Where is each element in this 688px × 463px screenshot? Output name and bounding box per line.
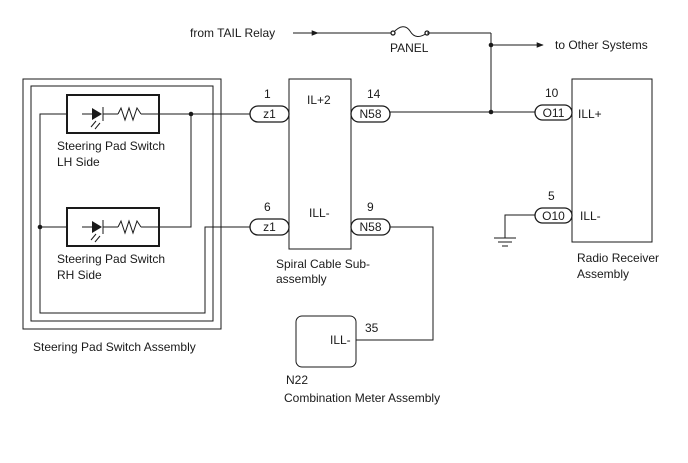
junction-supply-to-ill-plus xyxy=(488,109,494,115)
fuse-terminal-left xyxy=(390,30,396,36)
lh-switch-label-line1: Steering Pad Switch xyxy=(57,139,165,153)
spiral-cable-label-line1: Spiral Cable Sub- xyxy=(276,257,370,271)
radio-receiver-box xyxy=(571,78,653,243)
rh-led-icon xyxy=(82,220,104,243)
connector-n58-pin14 xyxy=(350,105,391,123)
connector-n58-pin14-code: N58 xyxy=(359,107,381,121)
rh-switch-label-line1: Steering Pad Switch xyxy=(57,252,165,266)
spiral-cable-label-line2: assembly xyxy=(276,272,327,286)
meter-pin-number: 35 xyxy=(365,321,379,335)
connector-n58-pin9-code: N58 xyxy=(359,220,381,234)
combination-meter-box xyxy=(295,315,357,368)
radio-receiver-label-line1: Radio Receiver xyxy=(577,251,659,265)
panel-fuse-symbol xyxy=(392,26,428,37)
spiral-cable-box xyxy=(288,78,352,250)
lh-resistor-icon xyxy=(117,106,142,122)
panel-fuse-label: PANEL xyxy=(390,41,429,55)
n58-pin14-number: 14 xyxy=(367,87,381,101)
z1-pin1-number: 1 xyxy=(264,87,271,101)
o10-pin-number: 5 xyxy=(548,189,555,203)
connector-o11-code: O11 xyxy=(543,106,565,120)
ground-icon xyxy=(494,237,516,247)
connector-o10-code: O10 xyxy=(542,209,565,223)
steering-pad-assembly-outer-box xyxy=(22,78,222,330)
steering-pad-assembly-label: Steering Pad Switch Assembly xyxy=(33,340,196,354)
wire-ground-to-z1-pin6 xyxy=(39,226,250,314)
from-tail-relay-label: from TAIL Relay xyxy=(190,26,275,40)
combination-meter-label: Combination Meter Assembly xyxy=(284,391,440,405)
radio-receiver-label-line2: Assembly xyxy=(577,267,629,281)
rh-switch-label-line2: RH Side xyxy=(57,268,102,282)
connector-z1-pin1-code: z1 xyxy=(263,107,276,121)
o11-pin-number: 10 xyxy=(545,86,559,100)
lh-switch-label-line2: LH Side xyxy=(57,155,100,169)
n58-pin9-number: 9 xyxy=(367,200,374,214)
radio-terminal-ill-minus: ILL- xyxy=(580,209,601,223)
connector-z1-pin6 xyxy=(249,218,290,236)
meter-terminal-ill-minus: ILL- xyxy=(330,333,351,347)
wire-lh-ground-return xyxy=(39,113,67,227)
meter-connector-code: N22 xyxy=(286,373,308,387)
connector-z1-pin1 xyxy=(249,105,290,123)
wire-n58-to-meter xyxy=(356,226,434,341)
rh-resistor-icon xyxy=(117,219,142,235)
to-other-systems-label: to Other Systems xyxy=(555,38,648,52)
radio-terminal-ill-plus: ILL+ xyxy=(578,107,602,121)
connector-o11-pin10 xyxy=(534,104,573,121)
spiral-terminal-il2: IL+2 xyxy=(307,93,331,107)
connector-z1-pin6-code: z1 xyxy=(263,220,276,234)
lh-led-icon xyxy=(82,107,104,130)
wire-o10-to-ground xyxy=(504,214,535,238)
wire-supply-to-rh xyxy=(159,114,192,228)
z1-pin6-number: 6 xyxy=(264,200,271,214)
spiral-terminal-ill-minus: ILL- xyxy=(309,206,330,220)
steering-pad-assembly-inner-box xyxy=(30,85,214,322)
